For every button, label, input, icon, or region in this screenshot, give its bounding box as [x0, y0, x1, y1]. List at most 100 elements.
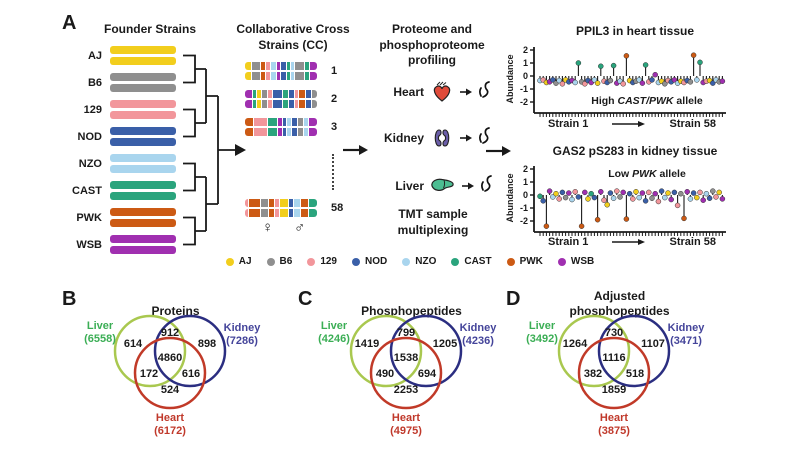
lollipop-point — [626, 190, 633, 197]
arrow-to-plots-icon — [486, 146, 511, 156]
lollipop-point — [658, 188, 665, 194]
lollipop-point — [636, 77, 642, 83]
cc-haplotype-segment — [295, 90, 298, 98]
lollipop-point — [594, 216, 601, 223]
liver-circle — [349, 314, 423, 388]
legend-label: B6 — [279, 256, 293, 267]
founder-chromosome-bar — [110, 111, 176, 119]
lollipop-point — [697, 189, 703, 196]
lollipop-point — [572, 79, 578, 86]
legend-item: 129 — [307, 256, 337, 267]
lollipop-point — [642, 62, 649, 68]
cc-haplotype-segment — [308, 128, 317, 136]
lollipop-point — [652, 190, 658, 197]
cc-haplotype-segment — [309, 209, 317, 217]
founder-chromosome-bar — [110, 181, 176, 189]
cc-haplotype-segment — [270, 72, 277, 80]
cc-haplotype-segment — [306, 90, 311, 98]
cc-strain-row: 1 — [245, 62, 337, 80]
kidney-name: Kidney — [459, 322, 497, 334]
lollipop-point — [607, 190, 614, 196]
cc-haplotype-segment — [294, 209, 301, 217]
count-kidney-heart: 518 — [625, 368, 645, 380]
liver-name: Liver — [320, 320, 348, 332]
liver-icon — [431, 178, 454, 191]
heart-circle — [577, 336, 651, 410]
founder-chromosome-bar — [110, 208, 176, 216]
liver-name: Liver — [528, 320, 556, 332]
cc-haplotype-segment — [309, 62, 317, 70]
cc-haplotype-segment — [306, 100, 311, 108]
founder-strain-label: CAST — [72, 184, 102, 197]
lollipop-point — [678, 190, 684, 197]
x-axis-arrow-icon — [611, 239, 645, 245]
cc-haplotype-segment — [281, 72, 287, 80]
heart-set-label: Heart(4975) — [390, 412, 422, 438]
arrow-to-cc-icon — [235, 144, 246, 156]
venn-diagram-proteins — [113, 314, 227, 410]
cc-haplotype-segment — [279, 199, 288, 207]
cc-haplotype-segment — [266, 62, 270, 70]
founder-strain-label: NOD — [77, 130, 102, 143]
lollipop-point — [719, 78, 726, 84]
cc-haplotype-segment — [245, 62, 252, 70]
lollipop-point — [671, 77, 678, 83]
count-kidney-only: 1205 — [432, 338, 458, 350]
heart-name: Heart — [391, 412, 421, 424]
lollipop-point — [623, 216, 630, 222]
cc-haplotype-segment — [297, 128, 304, 136]
cc-haplotype-segment — [309, 72, 317, 80]
founder-strain-row: PWK — [62, 204, 176, 231]
founder-strain-row: 129 — [62, 96, 176, 123]
count-liver-kidney: 799 — [396, 327, 416, 339]
founder-strain-row: NOD — [62, 123, 176, 150]
lollipop-point — [585, 196, 591, 202]
lollipop-point — [687, 79, 694, 85]
cc-haplotype-segment — [260, 72, 266, 80]
cc-haplotype-segment — [295, 100, 298, 108]
kidney-total: (7286) — [226, 334, 258, 347]
cc-haplotype-segment — [260, 62, 266, 70]
cc-haplotype-segment — [308, 118, 317, 126]
cc-haplotype-segment — [268, 100, 272, 108]
arrow-to-profiling-icon — [343, 145, 368, 155]
lollipop-point — [550, 77, 556, 83]
cc-haplotype-segment — [301, 209, 308, 217]
cc-haplotype-segment — [281, 62, 287, 70]
profiling-title: Proteome and phosphoproteome profiling — [379, 22, 485, 68]
legend-item: NZO — [402, 256, 436, 267]
cc-mosaic-bar — [245, 199, 317, 207]
founder-strain-label: 129 — [83, 103, 102, 116]
small-arrow-icon — [460, 134, 472, 142]
legend-label: NOD — [365, 256, 388, 267]
lollipop-point — [671, 189, 678, 196]
lollipop-point — [607, 77, 614, 84]
legend-item: WSB — [557, 256, 594, 267]
kidney-profiling-row: Kidney — [368, 124, 492, 152]
cc-haplotype-segment — [262, 100, 267, 108]
annotation-prefix: Low — [608, 168, 633, 180]
founder-chromosome-bar — [110, 235, 176, 243]
count-liver-heart: 172 — [139, 368, 159, 380]
lollipop-point — [575, 60, 582, 66]
cc-strain-bars — [245, 118, 317, 136]
cc-haplotype-segment — [268, 90, 272, 98]
founder-strain-label: PWK — [76, 211, 102, 224]
lollipop-point — [642, 198, 649, 204]
cc-strain-number: 2 — [331, 93, 338, 105]
y-tick-label: 0 — [523, 71, 528, 81]
kidney-icon — [434, 129, 450, 147]
venn-diagram-adjusted — [557, 314, 671, 410]
lollipop-point — [566, 190, 572, 196]
lollipop-point — [537, 193, 543, 200]
cc-haplotype-segment — [275, 199, 279, 207]
cc-haplotype-segment — [275, 209, 279, 217]
liver-label: Liver — [395, 179, 424, 193]
cc-ellipsis-dots — [332, 154, 334, 190]
lollipop-point — [550, 194, 556, 200]
cc-haplotype-segment — [245, 90, 252, 98]
count-kidney-only: 1107 — [641, 338, 665, 350]
lollipop-point — [610, 195, 617, 201]
liver-name: Liver — [86, 320, 114, 332]
